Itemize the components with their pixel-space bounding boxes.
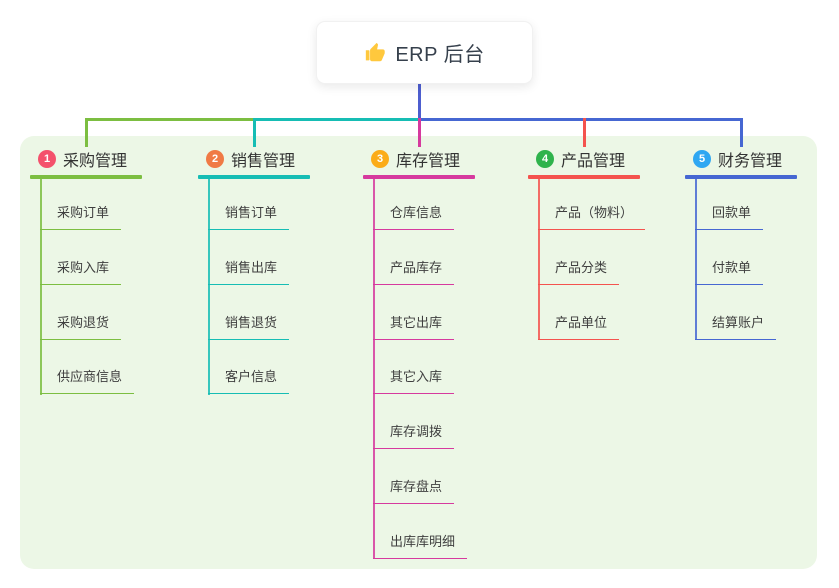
- branch-node[interactable]: 1 采购管理: [38, 148, 127, 170]
- child-node[interactable]: 库存调拨: [373, 421, 455, 450]
- root-connector-line: [417, 82, 421, 121]
- branch-title: 销售管理: [231, 153, 296, 170]
- child-node[interactable]: 销售出库: [208, 257, 290, 285]
- branch-title: 财务管理: [718, 153, 783, 170]
- child-node[interactable]: 仓库信息: [373, 202, 455, 230]
- branch-connector-line: [582, 118, 586, 147]
- child-node[interactable]: 产品库存: [373, 257, 455, 285]
- branch-node[interactable]: 5 财务管理: [693, 148, 782, 170]
- child-node[interactable]: 出库库明细: [373, 531, 468, 559]
- branch-underline: [528, 175, 640, 179]
- branch-spine-line: [373, 178, 375, 560]
- branch-number-badge: 2: [206, 150, 224, 168]
- branch-title: 库存管理: [396, 153, 461, 170]
- child-node[interactable]: 采购退货: [40, 312, 122, 340]
- branch-number-badge: 5: [693, 150, 711, 168]
- root-label: ERP 后台: [395, 44, 485, 66]
- child-node[interactable]: 销售订单: [208, 202, 290, 230]
- branch-underline: [30, 175, 142, 179]
- trunk-segment-line: [252, 118, 418, 121]
- branch-connector-line: [739, 118, 743, 147]
- branch-connector-line: [84, 118, 88, 147]
- branch-title: 产品管理: [561, 153, 626, 170]
- branch-node[interactable]: 2 销售管理: [206, 148, 295, 170]
- child-node[interactable]: 回款单: [695, 202, 764, 230]
- branch-number-badge: 4: [536, 150, 554, 168]
- branch-underline: [685, 175, 797, 179]
- branch-node[interactable]: 3 库存管理: [371, 148, 460, 170]
- child-node[interactable]: 采购订单: [40, 202, 122, 230]
- branch-number-badge: 1: [38, 150, 56, 168]
- branch-underline: [363, 175, 475, 179]
- child-node[interactable]: 产品（物料）: [538, 202, 646, 230]
- child-node[interactable]: 供应商信息: [40, 366, 135, 395]
- child-node[interactable]: 销售退货: [208, 312, 290, 340]
- child-node[interactable]: 产品单位: [538, 312, 620, 340]
- child-node[interactable]: 库存盘点: [373, 476, 455, 504]
- child-node[interactable]: 其它入库: [373, 366, 455, 395]
- branch-spine-line: [538, 178, 540, 341]
- child-node[interactable]: 其它出库: [373, 312, 455, 340]
- branch-spine-line: [40, 178, 42, 395]
- trunk-segment-line: [419, 118, 743, 121]
- branch-number-badge: 3: [371, 150, 389, 168]
- child-node[interactable]: 采购入库: [40, 257, 122, 285]
- child-node[interactable]: 产品分类: [538, 257, 620, 285]
- child-node[interactable]: 客户信息: [208, 366, 290, 395]
- branch-underline: [198, 175, 310, 179]
- branch-connector-line: [417, 118, 421, 147]
- trunk-segment-line: [84, 118, 253, 121]
- branch-node[interactable]: 4 产品管理: [536, 148, 625, 170]
- branch-spine-line: [208, 178, 210, 395]
- child-node[interactable]: 结算账户: [695, 312, 777, 340]
- mindmap-panel: [20, 136, 817, 569]
- thumbs-up-icon: [366, 42, 386, 61]
- branch-connector-line: [252, 118, 256, 147]
- branch-spine-line: [695, 178, 697, 341]
- root-node[interactable]: ERP 后台: [316, 21, 533, 84]
- branch-title: 采购管理: [63, 153, 128, 170]
- child-node[interactable]: 付款单: [695, 257, 764, 285]
